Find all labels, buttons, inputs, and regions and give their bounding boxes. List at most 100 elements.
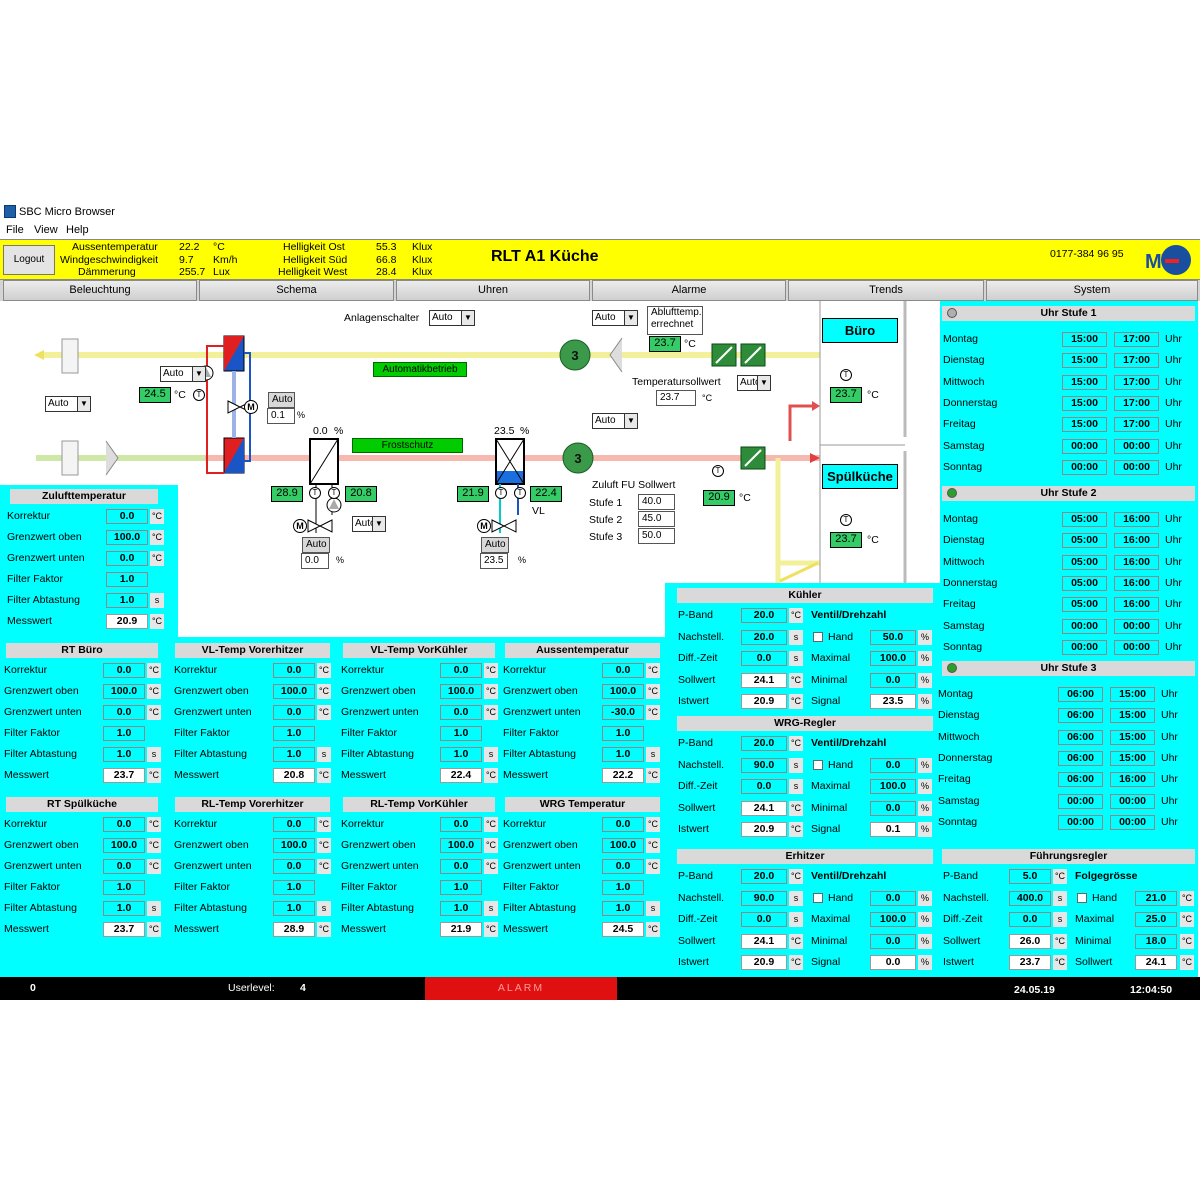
uhr-end-time[interactable]: 15:00 [1110, 687, 1155, 702]
sensor-value[interactable]: 100.0 [273, 684, 315, 699]
logout-button[interactable]: Logout [3, 245, 55, 275]
fu-stufe-input-2[interactable]: 45.0 [638, 511, 675, 527]
tab-uhren[interactable]: Uhren [396, 280, 590, 301]
auto-select-2[interactable]: Auto▼ [160, 366, 206, 382]
heater-auto-button[interactable]: Auto [302, 537, 330, 553]
fu-stufe-input-3[interactable]: 50.0 [638, 528, 675, 544]
sensor-value[interactable]: 1.0 [106, 593, 148, 608]
sensor-value[interactable]: 0.0 [602, 859, 644, 874]
tab-schema[interactable]: Schema [199, 280, 394, 301]
sensor-value[interactable]: 1.0 [273, 880, 315, 895]
wrg-auto-button[interactable]: Auto [268, 392, 295, 408]
regler-right-value[interactable]: 100.0 [870, 779, 916, 794]
uhr-start-time[interactable]: 15:00 [1062, 374, 1107, 390]
regler-value[interactable]: 20.0 [741, 629, 787, 645]
fuehrung-value[interactable]: 5.0 [1009, 869, 1051, 884]
regler-value[interactable]: 90.0 [741, 890, 787, 906]
regler-right-value[interactable]: 0.0 [870, 757, 916, 773]
regler-right-value[interactable]: 100.0 [870, 912, 916, 927]
sensor-value[interactable]: 0.0 [106, 509, 148, 524]
uhr-end-time[interactable]: 16:00 [1114, 554, 1159, 570]
uhr-end-time[interactable]: 00:00 [1114, 438, 1159, 454]
uhr-start-time[interactable]: 00:00 [1062, 459, 1107, 475]
sensor-value[interactable]: 1.0 [440, 901, 482, 916]
fuehrung-right-value[interactable]: 18.0 [1135, 933, 1177, 949]
uhr-start-time[interactable]: 06:00 [1058, 750, 1103, 766]
uhr-end-time[interactable]: 17:00 [1114, 395, 1159, 411]
uhr-end-time[interactable]: 17:00 [1114, 374, 1159, 390]
sensor-value[interactable]: 0.0 [602, 817, 644, 832]
regler-right-value[interactable]: 0.0 [870, 800, 916, 816]
temp-sollwert-input[interactable]: 23.7 [656, 390, 696, 406]
uhr-end-time[interactable]: 00:00 [1114, 639, 1159, 655]
sensor-value[interactable]: 0.0 [440, 859, 482, 874]
sensor-value[interactable]: 100.0 [273, 838, 315, 853]
uhr-end-time[interactable]: 16:00 [1110, 772, 1155, 788]
uhr-end-time[interactable]: 00:00 [1114, 459, 1159, 475]
cooler-auto-button[interactable]: Auto [481, 537, 509, 553]
tab-system[interactable]: System [986, 280, 1198, 301]
heater-output-input[interactable]: 0.0 [301, 553, 329, 569]
wrg-output-input[interactable]: 0.1 [267, 408, 295, 424]
uhr-end-time[interactable]: 17:00 [1114, 332, 1159, 347]
uhr-start-time[interactable]: 05:00 [1062, 512, 1107, 527]
tab-beleuchtung[interactable]: Beleuchtung [3, 280, 197, 301]
sensor-value[interactable]: 100.0 [602, 684, 644, 699]
regler-value[interactable]: 90.0 [741, 757, 787, 773]
uhr-end-time[interactable]: 00:00 [1114, 618, 1159, 634]
hand-checkbox[interactable] [813, 892, 823, 903]
regler-right-value[interactable]: 50.0 [870, 629, 916, 645]
sensor-value[interactable]: 1.0 [103, 880, 145, 895]
uhr-start-time[interactable]: 06:00 [1058, 772, 1103, 788]
fuehrung-right-value[interactable]: 25.0 [1135, 912, 1177, 927]
uhr-start-time[interactable]: 00:00 [1062, 639, 1107, 655]
regler-value[interactable]: 0.0 [741, 779, 787, 794]
sensor-value[interactable]: 100.0 [440, 684, 482, 699]
sensor-value[interactable]: 100.0 [602, 838, 644, 853]
sensor-value[interactable]: 0.0 [103, 705, 145, 720]
uhr-start-time[interactable]: 00:00 [1058, 793, 1103, 809]
sensor-value[interactable]: 0.0 [273, 663, 315, 678]
menu-help[interactable]: Help [66, 224, 89, 236]
uhr-start-time[interactable]: 05:00 [1062, 575, 1107, 591]
hand-checkbox[interactable] [1077, 892, 1087, 903]
sensor-value[interactable]: 1.0 [602, 901, 644, 916]
regler-value[interactable]: 0.0 [741, 651, 787, 666]
uhr-end-time[interactable]: 16:00 [1114, 533, 1159, 549]
uhr-start-time[interactable]: 06:00 [1058, 687, 1103, 702]
hand-checkbox[interactable] [813, 631, 823, 642]
fuehrung-value[interactable]: 400.0 [1009, 890, 1051, 906]
sensor-value[interactable]: 100.0 [106, 530, 148, 545]
sensor-value[interactable]: 1.0 [273, 747, 315, 762]
sensor-value[interactable]: 1.0 [440, 726, 482, 741]
uhr-start-time[interactable]: 00:00 [1058, 814, 1103, 830]
regler-right-value[interactable]: 0.0 [870, 933, 916, 949]
hand-checkbox[interactable] [813, 759, 823, 770]
sensor-value[interactable]: 1.0 [103, 726, 145, 741]
uhr-end-time[interactable]: 17:00 [1114, 417, 1159, 433]
auto-select-0[interactable]: Auto▼ [429, 310, 475, 326]
fuehrung-right-value[interactable]: 21.0 [1135, 890, 1177, 906]
sensor-value[interactable]: 1.0 [440, 880, 482, 895]
sensor-value[interactable]: 0.0 [103, 663, 145, 678]
sensor-value[interactable]: 0.0 [103, 859, 145, 874]
sensor-value[interactable]: 0.0 [440, 663, 482, 678]
uhr-start-time[interactable]: 05:00 [1062, 554, 1107, 570]
sensor-value[interactable]: 0.0 [103, 817, 145, 832]
regler-value[interactable]: 20.0 [741, 869, 787, 884]
auto-select-3[interactable]: Auto▼ [45, 396, 91, 412]
uhr-end-time[interactable]: 15:00 [1110, 729, 1155, 745]
sensor-value[interactable]: 1.0 [602, 747, 644, 762]
uhr-start-time[interactable]: 15:00 [1062, 417, 1107, 433]
sensor-value[interactable]: 1.0 [602, 880, 644, 895]
tab-alarme[interactable]: Alarme [592, 280, 786, 301]
auto-select-5[interactable]: Auto▼ [592, 413, 638, 429]
uhr-start-time[interactable]: 06:00 [1058, 708, 1103, 724]
uhr-start-time[interactable]: 05:00 [1062, 533, 1107, 549]
cooler-output-input[interactable]: 23.5 [480, 553, 508, 569]
sensor-value[interactable]: 0.0 [273, 817, 315, 832]
sensor-value[interactable]: 1.0 [273, 901, 315, 916]
sensor-value[interactable]: 1.0 [103, 747, 145, 762]
uhr-start-time[interactable]: 05:00 [1062, 597, 1107, 613]
regler-value[interactable]: 0.0 [741, 912, 787, 927]
